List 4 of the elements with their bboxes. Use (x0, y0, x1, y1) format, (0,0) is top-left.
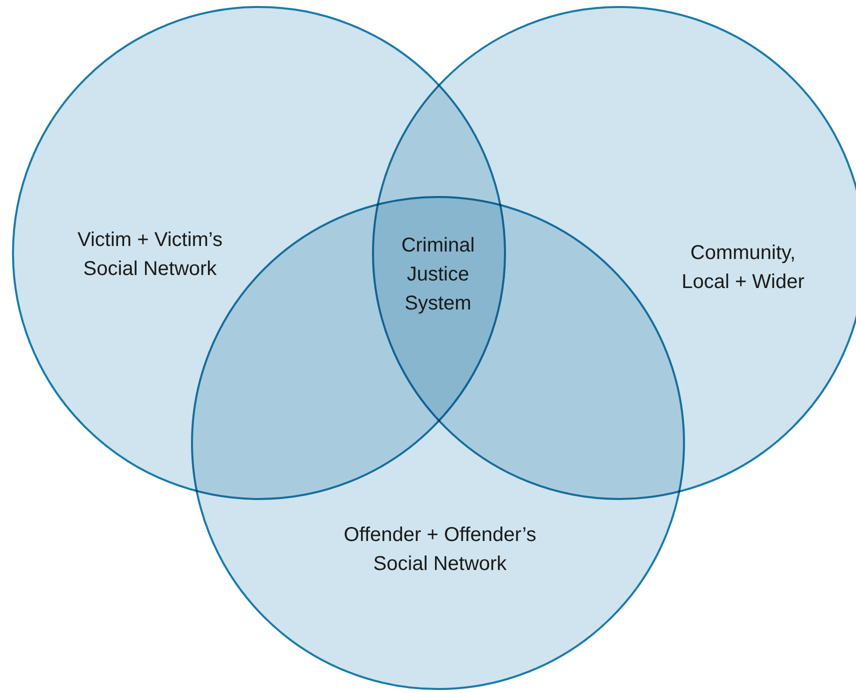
circle-label: Victim + Victim’s Social Network (76, 228, 224, 282)
circle-label: Community, Local + Wider (680, 241, 806, 295)
intersection-label: Criminal Justice System (400, 234, 476, 316)
circle-label: Offender + Offender’s Social Network (342, 523, 538, 577)
